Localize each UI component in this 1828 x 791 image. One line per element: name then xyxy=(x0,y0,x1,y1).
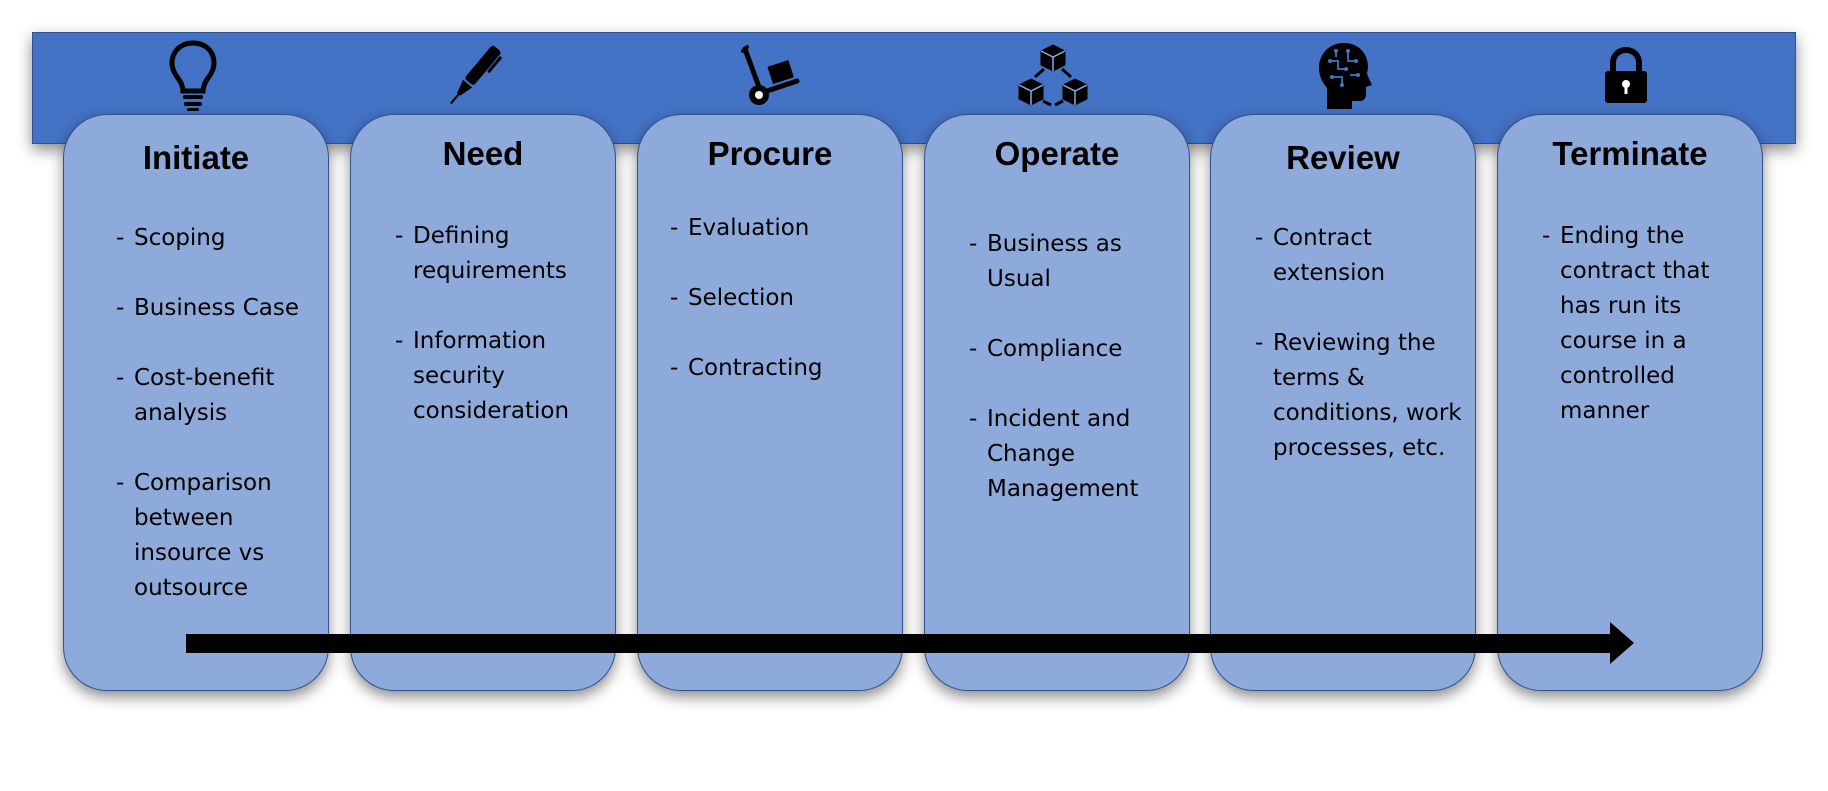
stage-card-initiate: Initiate Scoping Business Case Cost-bene… xyxy=(63,114,329,691)
cubes-network-icon xyxy=(1013,38,1093,114)
stage-items: Business as Usual Compliance Incident an… xyxy=(969,227,1179,507)
stage-title: Operate xyxy=(994,135,1120,172)
stage-item: Contracting xyxy=(670,351,880,386)
stage-item: Scoping xyxy=(116,221,306,256)
stage-item: Compliance xyxy=(969,332,1179,367)
stage-title: Need xyxy=(442,135,524,172)
stage-item: Selection xyxy=(670,281,880,316)
stage-items: Contract extension Reviewing the terms &… xyxy=(1255,221,1465,466)
stage-items: Ending the contract that has run its cou… xyxy=(1542,219,1742,429)
stage-item: Ending the contract that has run its cou… xyxy=(1542,219,1730,429)
stage-item: Business as Usual xyxy=(969,227,1147,297)
padlock-icon xyxy=(1586,38,1666,114)
stage-card-review: Review Contract extension Reviewing the … xyxy=(1210,114,1476,691)
hand-truck-icon xyxy=(730,38,810,114)
stage-items: Evaluation Selection Contracting xyxy=(670,211,880,386)
stage-item: Defining requirements xyxy=(395,219,588,289)
arrow-right-icon xyxy=(186,620,1634,666)
stage-item: Business Case xyxy=(116,291,306,326)
stage-card-terminate: Terminate Ending the contract that has r… xyxy=(1497,114,1763,691)
stage-item: Comparison between insource vs outsource xyxy=(116,466,294,606)
brain-head-icon xyxy=(1306,38,1386,114)
stage-card-need: Need Defining requirements Information s… xyxy=(350,114,616,691)
stage-item: Reviewing the terms & conditions, work p… xyxy=(1255,326,1468,466)
stage-title: Review xyxy=(1286,139,1400,176)
stage-item: Information security consideration xyxy=(395,324,588,429)
stage-title: Procure xyxy=(707,135,833,172)
stage-title: Initiate xyxy=(142,139,250,176)
stage-item: Cost-benefit analysis xyxy=(116,361,294,431)
lightbulb-icon xyxy=(153,38,233,114)
stage-card-procure: Procure Evaluation Selection Contracting xyxy=(637,114,903,691)
stage-item: Contract extension xyxy=(1255,221,1423,291)
stage-items: Scoping Business Case Cost-benefit analy… xyxy=(116,221,306,606)
stage-items: Defining requirements Information securi… xyxy=(395,219,595,429)
stage-item: Evaluation xyxy=(670,211,880,246)
pen-icon xyxy=(434,38,514,114)
stage-card-operate: Operate Business as Usual Compliance Inc… xyxy=(924,114,1190,691)
header-banner xyxy=(32,32,1796,144)
stage-title: Terminate xyxy=(1552,135,1708,172)
stage-item: Incident and Change Management xyxy=(969,402,1187,507)
